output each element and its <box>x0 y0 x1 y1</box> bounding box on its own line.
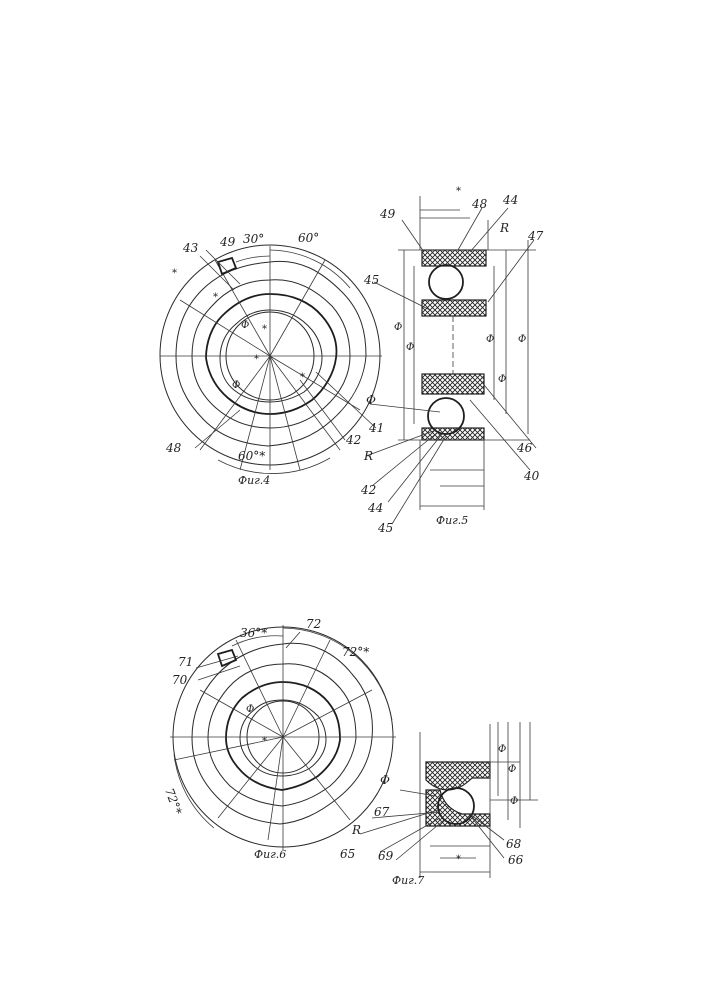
fig5-symbol-R-top: R <box>499 221 509 235</box>
fig6-angle-72-top: 72°* <box>342 645 369 659</box>
fig4-angle-60-bottom: 60°* <box>238 449 265 463</box>
figure-5: 49 48 44 47 45 46 40 42 44 45 R R Ф Ф Ф … <box>360 186 544 535</box>
svg-text:*: * <box>262 324 267 335</box>
fig7-ref-67: 67 <box>374 805 390 819</box>
figure-4: 30° 60° 60°* 43 49 48 42 41 * * * * * Ф … <box>160 231 384 487</box>
fig5-upper-outer-ring <box>422 250 486 266</box>
fig6-angle-36: 36°* <box>240 626 267 640</box>
fig6-caption: Фиг.6 <box>254 848 286 861</box>
fig4-cutter-detail <box>218 258 236 274</box>
fig4-angle-60-top: 60° <box>298 231 319 245</box>
fig6-angle-72-bottom: 72°* <box>162 786 184 816</box>
fig4-ref-43: 43 <box>182 241 199 255</box>
fig5-upper-ball <box>429 265 463 299</box>
fig5-caption: Фиг.5 <box>436 514 468 527</box>
fig6-ref-71: 71 <box>178 655 193 669</box>
fig5-lower-outer-ring <box>422 428 484 440</box>
fig4-ref-42: 42 <box>345 433 361 447</box>
svg-text:*: * <box>456 854 461 865</box>
svg-text:Ф: Ф <box>518 334 526 345</box>
svg-text:Ф: Ф <box>394 322 402 333</box>
fig5-symbol-phi-left: Ф <box>366 393 376 407</box>
svg-text:Ф: Ф <box>508 764 516 775</box>
svg-text:Ф: Ф <box>510 796 518 807</box>
fig6-wavy-contour-1 <box>192 643 372 824</box>
svg-text:*: * <box>172 268 177 279</box>
svg-text:Ф: Ф <box>246 704 254 715</box>
fig5-ref-40: 40 <box>523 469 540 483</box>
fig4-angle-30: 30° <box>243 232 264 246</box>
svg-text:Ф: Ф <box>241 320 249 331</box>
fig4-ref-49: 49 <box>219 235 236 249</box>
fig6-ref-70: 70 <box>172 673 188 687</box>
fig7-ref-66: 66 <box>508 853 524 867</box>
fig7-caption: Фиг.7 <box>392 874 424 887</box>
fig5-ref-45-bottom: 45 <box>377 521 393 535</box>
svg-text:*: * <box>456 186 461 197</box>
fig5-ref-46: 46 <box>516 441 533 455</box>
fig5-ref-45-top: 45 <box>363 273 379 287</box>
fig7-ref-68: 68 <box>506 837 522 851</box>
fig7-symbol-phi: Ф <box>380 773 390 787</box>
svg-text:*: * <box>213 292 218 303</box>
fig5-ref-42: 42 <box>360 483 376 497</box>
svg-text:Ф: Ф <box>498 744 506 755</box>
fig5-ref-44-bottom: 44 <box>367 501 383 515</box>
fig5-symbol-R-bottom: R <box>363 449 373 463</box>
svg-text:Ф: Ф <box>498 374 506 385</box>
fig5-ref-44-top: 44 <box>502 193 518 207</box>
svg-text:Ф: Ф <box>406 342 414 353</box>
fig7-outer-ring <box>426 762 490 790</box>
fig7-ref-69: 69 <box>378 849 394 863</box>
fig4-ref-48: 48 <box>165 441 182 455</box>
fig7-symbol-R: R <box>351 823 361 837</box>
fig4-ref-41: 41 <box>368 421 384 435</box>
svg-text:*: * <box>254 354 259 365</box>
svg-text:*: * <box>300 372 305 383</box>
fig5-ref-49: 49 <box>379 207 396 221</box>
fig5-upper-inner-ring <box>422 300 486 316</box>
fig5-ref-48: 48 <box>471 197 488 211</box>
svg-text:*: * <box>262 736 267 747</box>
svg-text:Ф: Ф <box>486 334 494 345</box>
fig6-cutter-detail <box>218 650 236 666</box>
fig7-ref-65: 65 <box>340 847 355 861</box>
fig5-ref-47: 47 <box>527 229 544 243</box>
svg-text:Ф: Ф <box>232 380 240 391</box>
fig4-caption: Фиг.4 <box>238 474 270 487</box>
fig6-ref-72: 72 <box>306 617 321 631</box>
fig5-lower-inner-ring <box>422 374 484 394</box>
